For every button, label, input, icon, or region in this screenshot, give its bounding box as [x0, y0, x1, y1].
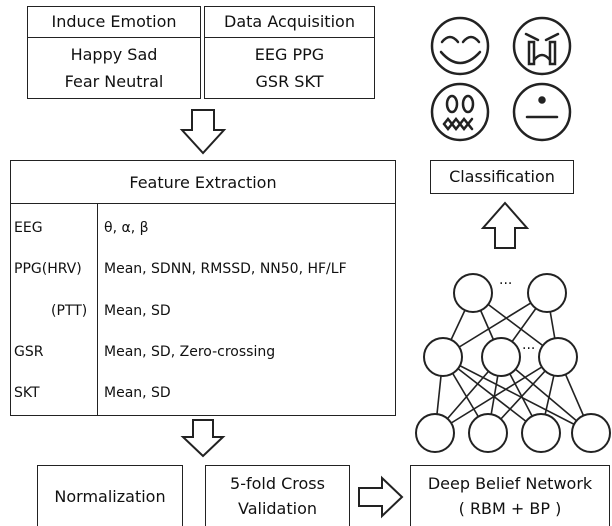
neural-network-icon: [415, 273, 611, 453]
neutral-face-icon: [512, 82, 572, 142]
up-arrow-icon: [480, 201, 530, 249]
feature-signal-ppg: PPG(HRV): [14, 261, 82, 277]
feature-header-divider: [10, 203, 396, 204]
cross-validation-line1: 5-fold Cross: [230, 474, 325, 493]
acquisition-divider: [204, 37, 375, 38]
induce-emotion-box: [27, 6, 201, 99]
feature-signal-skt: SKT: [14, 385, 40, 401]
feature-signal-ptt: (PTT): [51, 303, 88, 319]
feature-signal-eeg: EEG: [14, 220, 43, 236]
fear-face-icon: [430, 82, 490, 142]
right-arrow-icon: [358, 475, 404, 519]
feature-values-eeg: θ, α, β: [104, 220, 149, 236]
induce-emotion-title: Induce Emotion: [51, 12, 177, 31]
classification-label: Classification: [449, 167, 555, 186]
data-acquisition-line1: EEG PPG: [254, 45, 325, 64]
dbn-line1: Deep Belief Network: [427, 474, 593, 493]
data-acquisition-box: [204, 6, 375, 99]
data-acquisition-title: Data Acquisition: [224, 12, 355, 31]
normalization-box: [37, 465, 183, 526]
data-acquisition-line2: GSR SKT: [255, 72, 324, 91]
feature-values-gsr: Mean, SD, Zero-crossing: [104, 344, 276, 360]
induce-emotion-line2: Fear Neutral: [64, 72, 164, 91]
network-ellipsis-middle: ···: [522, 341, 536, 357]
cross-validation-box: [205, 465, 350, 526]
cross-validation-line2: Validation: [237, 499, 317, 518]
feature-extraction-table: [10, 160, 396, 416]
sad-face-icon: [512, 16, 572, 76]
classification-box: [430, 160, 574, 194]
happy-face-icon: [430, 16, 490, 76]
down-arrow-icon: [179, 109, 227, 155]
feature-values-ptt: Mean, SD: [104, 303, 171, 319]
dbn-line2: ( RBM + BP ): [458, 499, 562, 518]
normalization-label: Normalization: [54, 487, 166, 506]
down-arrow-icon: [180, 419, 226, 458]
feature-column-divider: [97, 203, 98, 416]
feature-extraction-title: Feature Extraction: [129, 173, 277, 192]
induce-emotion-line1: Happy Sad: [70, 45, 158, 64]
feature-signal-gsr: GSR: [14, 344, 44, 360]
deep-belief-network-box: [410, 465, 610, 526]
feature-values-skt: Mean, SD: [104, 385, 171, 401]
feature-values-ppg: Mean, SDNN, RMSSD, NN50, HF/LF: [104, 261, 347, 277]
network-ellipsis-top: ···: [499, 276, 513, 292]
induce-divider: [27, 37, 201, 38]
